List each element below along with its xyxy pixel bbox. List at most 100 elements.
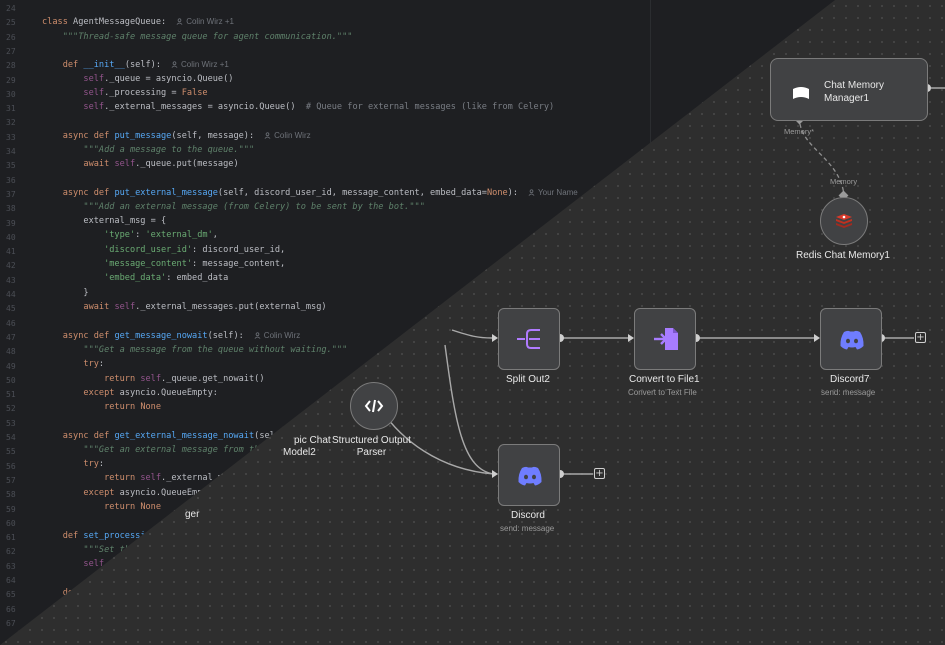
- code-text: (self):: [207, 331, 244, 341]
- line-number: 37: [6, 189, 16, 199]
- function-name: get_message_nowait: [114, 331, 208, 341]
- keyword: return: [42, 402, 141, 412]
- code-line-44[interactable]: }: [42, 288, 89, 298]
- function-name: set_processing: [83, 531, 156, 541]
- string: 'external_dm': [145, 230, 213, 240]
- code-text: ._queue = asyncio.Queue(): [104, 74, 234, 84]
- code-line-28[interactable]: def __init__(self):Colin Wirz +1: [42, 58, 229, 72]
- keyword: return: [42, 374, 141, 384]
- keyword: def: [42, 60, 84, 70]
- line-number: 62: [6, 547, 16, 557]
- keyword: except: [42, 388, 120, 398]
- code-line-35[interactable]: await self._queue.put(message): [42, 157, 238, 171]
- convert-to-file-node[interactable]: [634, 308, 696, 370]
- code-text: asyncio.QueueEmpty:: [119, 488, 218, 498]
- code-line-61[interactable]: def set_processing: [42, 529, 156, 543]
- keyword: return: [42, 473, 141, 483]
- code-line-56[interactable]: try:: [42, 457, 104, 471]
- discord7-node[interactable]: [820, 308, 882, 370]
- code-line-29[interactable]: self._queue = asyncio.Queue(): [42, 72, 233, 86]
- comment: # Queue for external messages (like from…: [295, 102, 555, 112]
- blame-author: Colin Wirz: [274, 131, 311, 140]
- code-line-49[interactable]: try:: [42, 357, 104, 371]
- code-line-43[interactable]: 'embed_data': embed_data: [42, 271, 228, 285]
- code-line-33[interactable]: async def put_message(self, message):Col…: [42, 129, 311, 143]
- discord-icon: [840, 330, 864, 350]
- code-line-40[interactable]: 'type': 'external_dm',: [42, 228, 218, 242]
- structured-output-parser-node[interactable]: [350, 382, 398, 430]
- code-line-31[interactable]: self._external_messages = asyncio.Queue(…: [42, 100, 554, 114]
- code-line-51[interactable]: except asyncio.QueueEmpty:: [42, 386, 218, 400]
- git-blame-annotation[interactable]: Colin Wirz +1: [171, 60, 229, 69]
- code-line-25[interactable]: class AgentMessageQueue:Colin Wirz +1: [42, 15, 234, 29]
- user-icon: [264, 132, 271, 139]
- code-line-47[interactable]: async def get_message_nowait(self):Colin…: [42, 329, 301, 343]
- line-number: 34: [6, 147, 16, 156]
- code-line-52[interactable]: return None: [42, 400, 161, 414]
- punct: :: [161, 17, 167, 27]
- self-keyword: self: [42, 74, 105, 84]
- title-line: Manager1: [824, 93, 870, 104]
- split-icon: [517, 329, 540, 349]
- editor-split-divider: [650, 0, 651, 200]
- keyword: await: [42, 302, 115, 312]
- code-line-34[interactable]: """Add a message to the queue.""": [42, 145, 255, 155]
- line-number: 63: [6, 561, 16, 571]
- line-number: 29: [6, 75, 16, 85]
- code-text: (self, discord_user_id, message_content,…: [217, 188, 487, 198]
- blame-author: Colin Wirz: [263, 331, 301, 340]
- code-text: :: [98, 359, 105, 369]
- keyword: except: [42, 488, 120, 498]
- line-number: 32: [6, 118, 16, 128]
- line-number: 53: [6, 418, 16, 428]
- line-number: 28: [6, 61, 16, 71]
- code-line-30[interactable]: self._processing = False: [42, 86, 208, 100]
- code-line-54[interactable]: async def get_external_message_nowait(se…: [42, 429, 291, 443]
- git-blame-annotation[interactable]: Colin Wirz: [264, 131, 311, 140]
- discord-subtitle: send: message: [500, 524, 555, 533]
- code-line-39[interactable]: external_msg = {: [42, 216, 167, 226]
- code-line-26[interactable]: """Thread-safe message queue for agent c…: [42, 32, 353, 42]
- chat-memory-manager-node[interactable]: [770, 58, 928, 121]
- code-line-41[interactable]: 'discord_user_id': discord_user_id,: [42, 243, 285, 257]
- add-node-button[interactable]: +: [594, 468, 605, 479]
- git-blame-annotation[interactable]: Colin Wirz: [254, 331, 300, 340]
- git-blame-annotation[interactable]: Colin Wirz +1: [176, 17, 234, 26]
- redis-icon: [836, 214, 852, 228]
- line-number: 38: [6, 204, 16, 214]
- discord-node[interactable]: [498, 444, 560, 506]
- wire-to-split-out: [451, 329, 493, 339]
- line-number: 43: [6, 275, 16, 285]
- code-line-37[interactable]: async def put_external_message(self, dis…: [42, 186, 578, 200]
- line-number: 58: [6, 490, 16, 500]
- keyword: return: [42, 502, 141, 512]
- line-number: 26: [6, 32, 16, 42]
- code-line-50[interactable]: return self._queue.get_nowait(): [42, 372, 265, 386]
- line-number: 36: [6, 175, 16, 185]
- code-line-57[interactable]: return self._external_messa: [42, 471, 244, 485]
- code-line-59[interactable]: return None: [42, 500, 161, 514]
- keyword: False: [181, 88, 208, 98]
- user-icon: [528, 189, 535, 196]
- code-line-58[interactable]: except asyncio.QueueEmpty:: [42, 486, 218, 500]
- input-arrow: [628, 334, 634, 342]
- code-line-48[interactable]: """Get a message from the queue without …: [42, 345, 348, 355]
- title-line: Chat Memory: [824, 80, 885, 91]
- code-line-38[interactable]: """Add an external message (from Celery)…: [42, 202, 425, 212]
- code-line-42[interactable]: 'message_content': message_content,: [42, 257, 285, 271]
- memory-port-label: Memory*: [784, 127, 815, 136]
- redis-chat-memory-node[interactable]: [820, 197, 868, 245]
- line-number: 39: [6, 218, 16, 228]
- keyword: async def: [42, 431, 115, 441]
- add-node-button[interactable]: +: [915, 332, 926, 343]
- git-blame-annotation[interactable]: Your Name: [528, 188, 578, 197]
- title-line: Structured Output: [332, 435, 411, 446]
- code-text: : discord_user_id,: [192, 245, 286, 255]
- code-line-45[interactable]: await self._external_messages.put(extern…: [42, 300, 326, 314]
- self-keyword: self: [114, 302, 136, 312]
- input-arrow: [814, 334, 820, 342]
- split-out-node[interactable]: [498, 308, 560, 370]
- code-text: ._queue.get_nowait(): [161, 374, 265, 384]
